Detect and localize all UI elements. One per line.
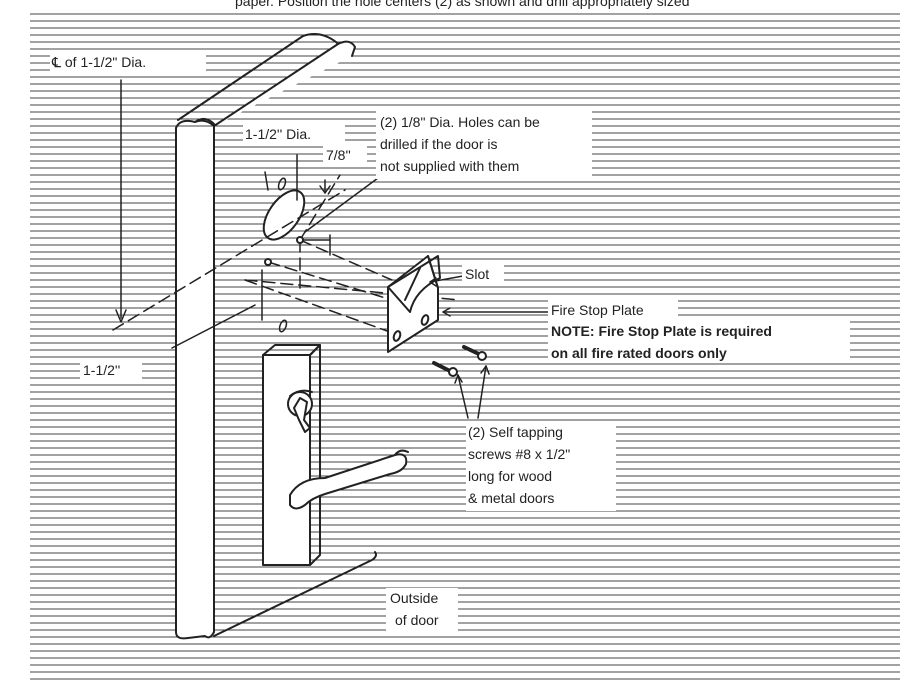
small-hole-1: [264, 258, 272, 266]
top-cutoff-text: paper. Position the hole centers (2) as …: [235, 0, 689, 9]
outside-line-2: of door: [395, 612, 439, 628]
lever-handle: [289, 449, 409, 510]
screws: [432, 345, 487, 377]
screws-line-4: & metal doors: [468, 490, 554, 506]
screws-line-1: (2) Self tapping: [468, 424, 563, 440]
leader-lines: [304, 177, 549, 419]
hole-outline: [262, 189, 306, 241]
centerline-label: ℄ of 1-1/2" Dia.: [51, 54, 146, 70]
outside-line-1: Outside: [390, 590, 438, 606]
door-edge-top: [177, 33, 356, 127]
slot-label: Slot: [465, 266, 489, 282]
fire-note-line-2: on all fire rated doors only: [551, 345, 727, 361]
screws-line-3: long for wood: [468, 468, 552, 484]
fire-note-line-1: NOTE: Fire Stop Plate is required: [551, 323, 772, 339]
door-edge-bottom: [213, 551, 377, 637]
fire-stop-plate: [387, 255, 441, 353]
note-holes-line-1: (2) 1/8" Dia. Holes can be: [380, 114, 540, 130]
lock-trim: [262, 344, 321, 566]
labels: ℄ of 1-1/2" Dia. 1-1/2'' Dia. 7/8'' 1-1/…: [50, 52, 850, 632]
door-slab: [175, 118, 215, 640]
note-holes-line-3: not supplied with them: [380, 158, 519, 174]
hole-dia-label: 1-1/2'' Dia.: [245, 126, 311, 142]
screws-line-2: screws #8 x 1/2": [468, 446, 570, 462]
dimension-lines: [115, 79, 331, 349]
small-hole-2: [296, 236, 304, 244]
diameter-marks: [277, 177, 288, 333]
offset-112-label: 1-1/2'': [83, 362, 120, 378]
offset-78-label: 7/8'': [326, 147, 351, 163]
note-holes-line-2: drilled if the door is: [380, 136, 498, 152]
fire-stop-label: Fire Stop Plate: [551, 302, 644, 318]
